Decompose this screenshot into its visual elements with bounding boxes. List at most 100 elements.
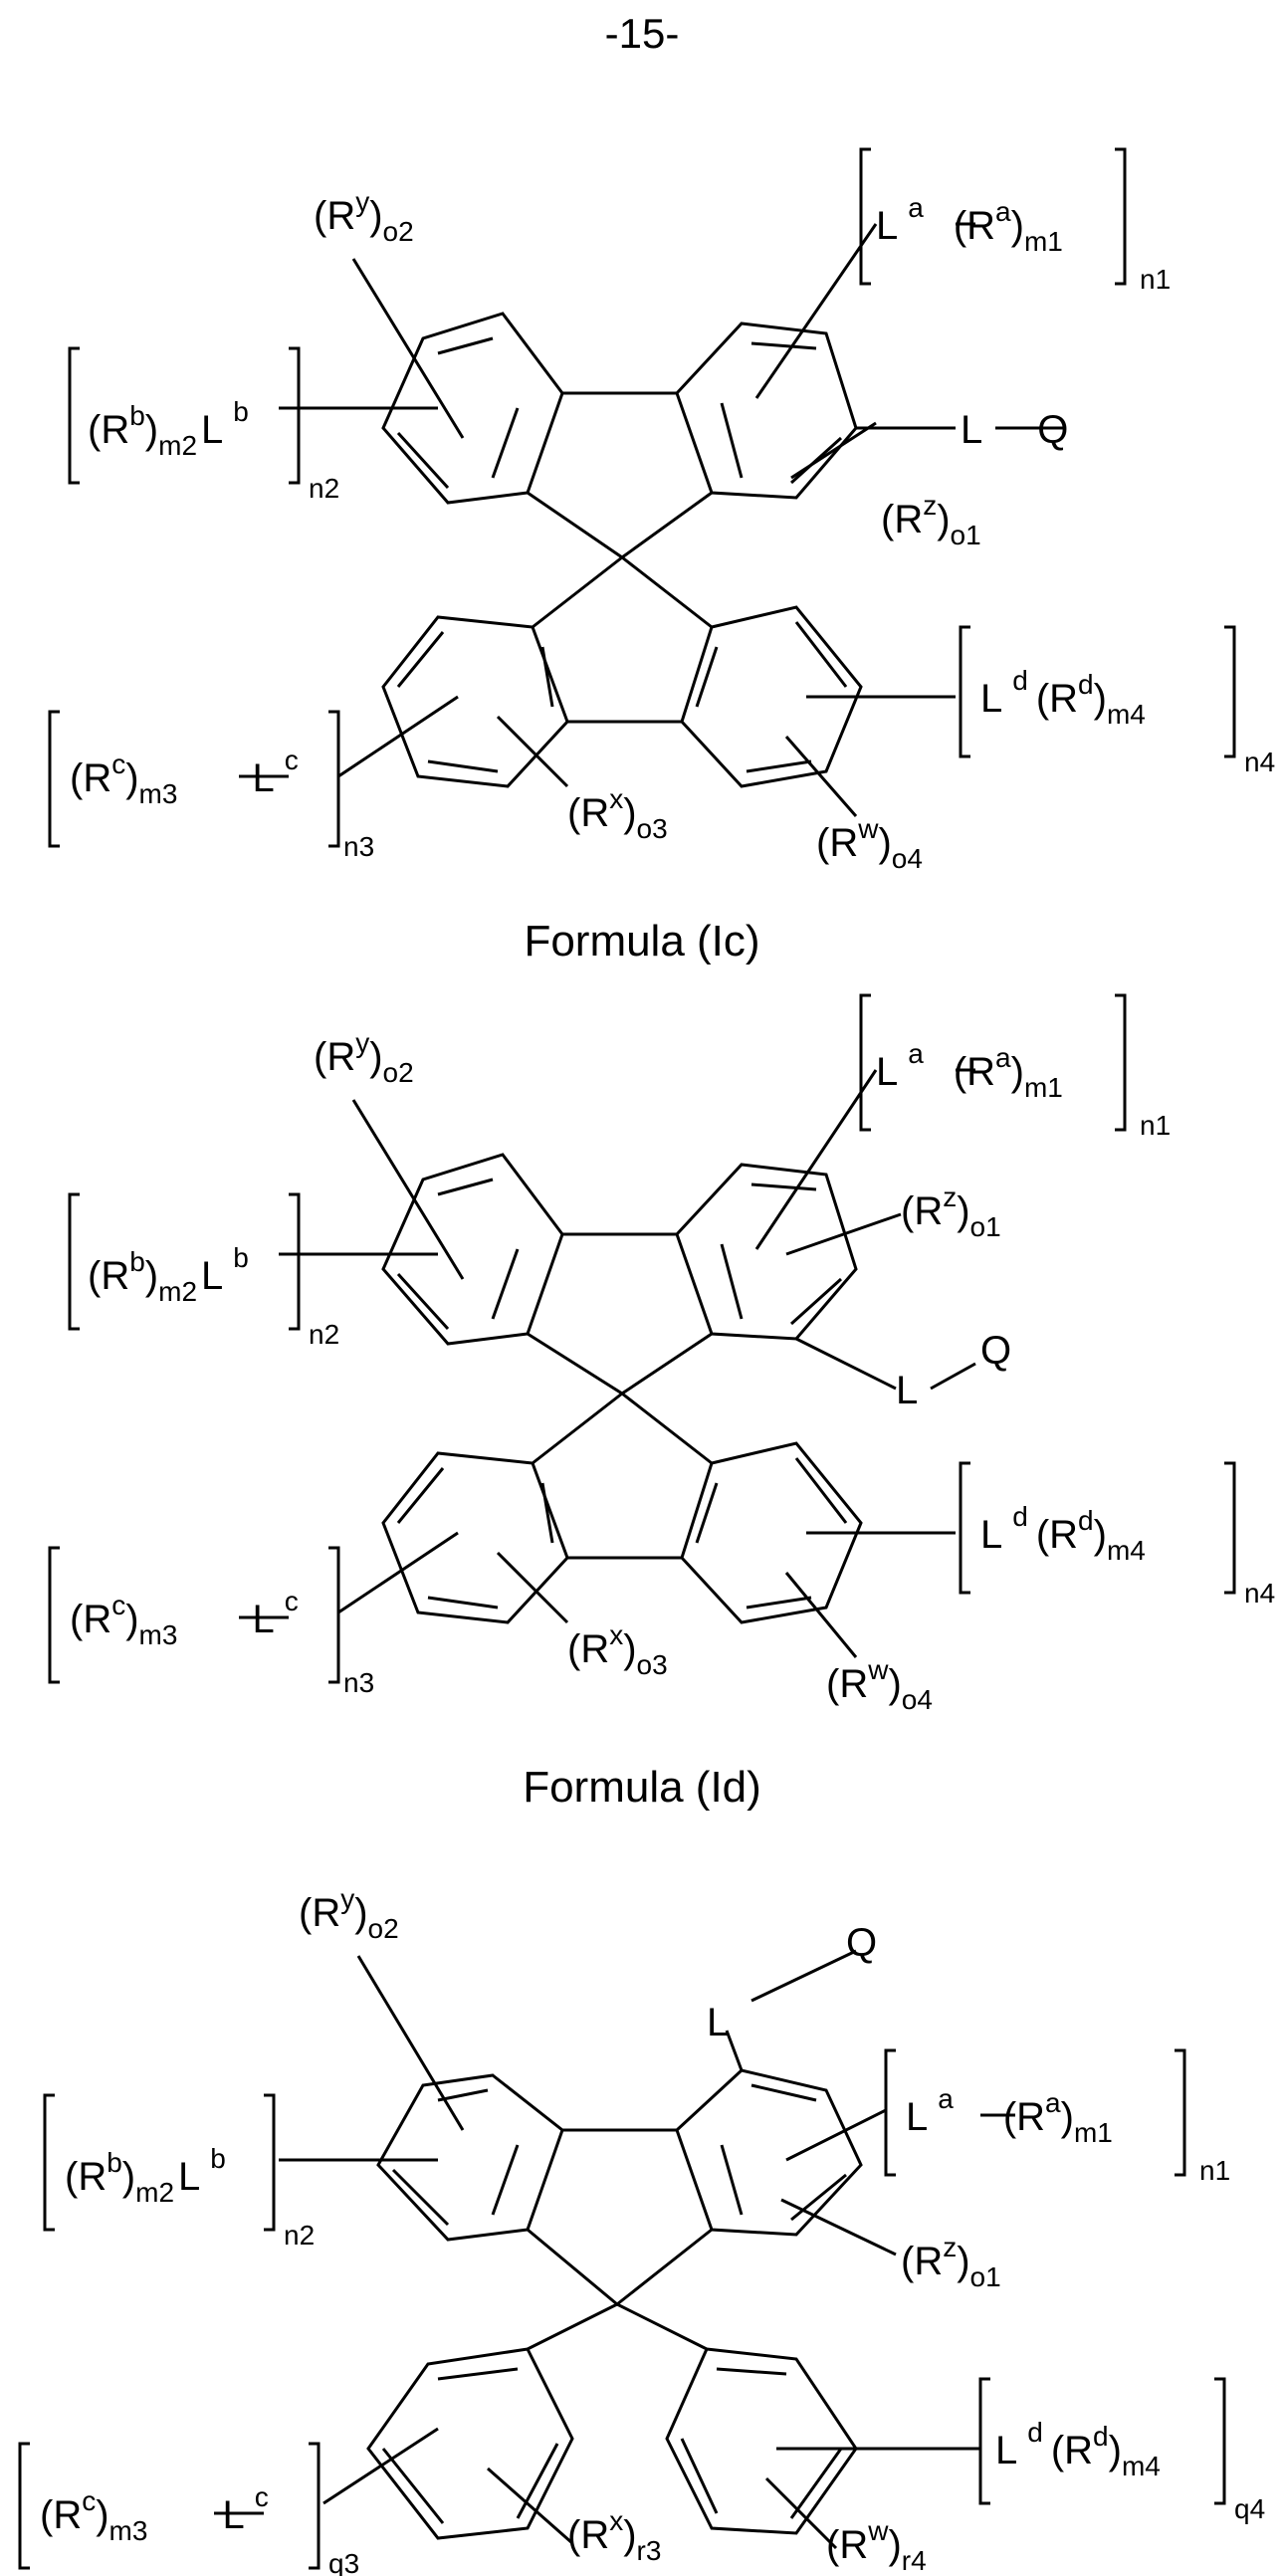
label-sup: b xyxy=(233,1242,249,1273)
bond xyxy=(751,1184,816,1189)
label-text: (R xyxy=(299,1891,340,1935)
ring-lower-right-phenyl xyxy=(667,2349,856,2533)
label-sub: o1 xyxy=(970,2261,1001,2292)
label-text: (R xyxy=(1036,1513,1078,1557)
label-sub: o1 xyxy=(951,520,981,550)
svg-text:LQ: LQ xyxy=(961,408,1068,452)
bond xyxy=(791,2449,841,2518)
label-text: ) xyxy=(1094,1513,1107,1557)
svg-text:La(Ra)m1: La(Ra)m1 xyxy=(876,1038,1063,1103)
svg-text:(Rb)m2Lb: (Rb)m2Lb xyxy=(88,1242,249,1307)
label-sub: m3 xyxy=(139,1619,178,1650)
label-text: (R xyxy=(70,1598,111,1641)
bond xyxy=(493,2145,518,2215)
label-text: (R xyxy=(954,1050,995,1094)
label-text: L xyxy=(876,1050,898,1094)
label-sub: n2 xyxy=(309,473,339,504)
label-sup: x xyxy=(609,783,623,814)
svg-text:(Rz)o1: (Rz)o1 xyxy=(881,490,981,550)
formula-caption-ic: Formula (Ic) xyxy=(524,917,759,966)
label-text: (R xyxy=(1003,2095,1045,2139)
ring-upper-right xyxy=(677,1165,856,1339)
bond xyxy=(747,761,811,771)
label-text: ) xyxy=(1109,2429,1122,2472)
svg-text:Ld(Rd)m4: Ld(Rd)m4 xyxy=(980,665,1146,730)
label-sub: r3 xyxy=(637,2535,662,2566)
svg-text:(Rc)m3Lc: (Rc)m3Lc xyxy=(70,745,299,809)
bond xyxy=(438,338,493,353)
svg-text:(Rz)o1: (Rz)o1 xyxy=(901,2232,1001,2292)
svg-text:(Rw)o4: (Rw)o4 xyxy=(826,1654,933,1715)
label-text: (R xyxy=(567,1627,609,1671)
label-text: (R xyxy=(314,1035,355,1079)
ring-lower-left-phenyl xyxy=(368,2349,572,2538)
label-text: L xyxy=(995,2429,1017,2472)
bond xyxy=(533,1394,622,1463)
bond xyxy=(791,423,876,478)
label-sup: c xyxy=(255,2481,269,2512)
svg-text:(Ry)o2: (Ry)o2 xyxy=(299,1883,399,1944)
bond xyxy=(722,403,742,478)
label-sup: z xyxy=(943,1181,957,1212)
bracket xyxy=(1175,2050,1184,2175)
label-text: ) xyxy=(354,1891,367,1935)
label-text: ) xyxy=(145,1254,158,1298)
bracket xyxy=(961,627,970,756)
label-sub: o3 xyxy=(637,813,668,844)
bracket xyxy=(861,995,871,1130)
bond xyxy=(722,2145,742,2215)
svg-text:(Ry)o2: (Ry)o2 xyxy=(314,186,414,247)
label-sup: b xyxy=(210,2143,226,2174)
svg-text:(Rx)r3: (Rx)r3 xyxy=(567,2505,661,2566)
label-sub: n1 xyxy=(1140,1110,1171,1141)
label-sup: x xyxy=(609,1619,623,1650)
label-sup: a xyxy=(908,1038,924,1069)
label-sub: m3 xyxy=(139,778,178,809)
page-number: -15- xyxy=(605,10,680,57)
svg-text:(Ry)o2: (Ry)o2 xyxy=(314,1027,414,1088)
label-sub: m1 xyxy=(1074,2117,1113,2148)
svg-text:Ld(Rd)m4: Ld(Rd)m4 xyxy=(995,2417,1161,2481)
label-sup: a xyxy=(995,1042,1011,1073)
label-sub: n4 xyxy=(1244,747,1275,777)
svg-text:(Rx)o3: (Rx)o3 xyxy=(567,783,668,844)
svg-text:(Rw)r4: (Rw)r4 xyxy=(826,2515,927,2576)
label-sup: w xyxy=(867,1654,889,1685)
bond xyxy=(796,622,846,687)
bond xyxy=(528,2304,617,2349)
label-text: (R xyxy=(88,408,129,452)
bond xyxy=(931,1364,975,1389)
bond xyxy=(617,2230,712,2304)
bracket xyxy=(50,712,60,846)
label-text: (R xyxy=(567,791,609,835)
bond xyxy=(622,557,712,627)
svg-text:(Rw)o4: (Rw)o4 xyxy=(816,813,923,874)
bracket xyxy=(980,2379,990,2503)
bracket xyxy=(289,348,299,483)
label-sup: b xyxy=(129,1246,145,1277)
bond xyxy=(756,1070,876,1249)
label-text: ) xyxy=(96,2493,108,2537)
bracket xyxy=(70,1194,80,1329)
label-sub: n1 xyxy=(1140,264,1171,295)
label-sup: b xyxy=(107,2147,122,2178)
label-text: ) xyxy=(369,1035,382,1079)
label-sup: y xyxy=(355,1027,369,1058)
label-sub: o2 xyxy=(383,216,414,247)
label-sup: y xyxy=(340,1883,354,1914)
label-sup: w xyxy=(867,2515,889,2546)
label-sup: c xyxy=(111,1590,125,1620)
chemical-structure-3 xyxy=(20,1951,1224,2568)
svg-text:(Rc)m3Lc: (Rc)m3Lc xyxy=(40,2481,269,2546)
svg-text:Q: Q xyxy=(846,1921,877,1965)
label-sup: d xyxy=(1012,665,1028,696)
bracket xyxy=(328,712,338,846)
bond xyxy=(528,493,622,557)
label-sub: o3 xyxy=(637,1649,668,1680)
label-sup: b xyxy=(129,400,145,431)
svg-text:La(Ra)m1: La(Ra)m1 xyxy=(876,192,1063,257)
label-text: ) xyxy=(957,2240,969,2283)
label-sub: o2 xyxy=(383,1057,414,1088)
bond xyxy=(528,2230,617,2304)
label-sub: o1 xyxy=(970,1211,1001,1242)
